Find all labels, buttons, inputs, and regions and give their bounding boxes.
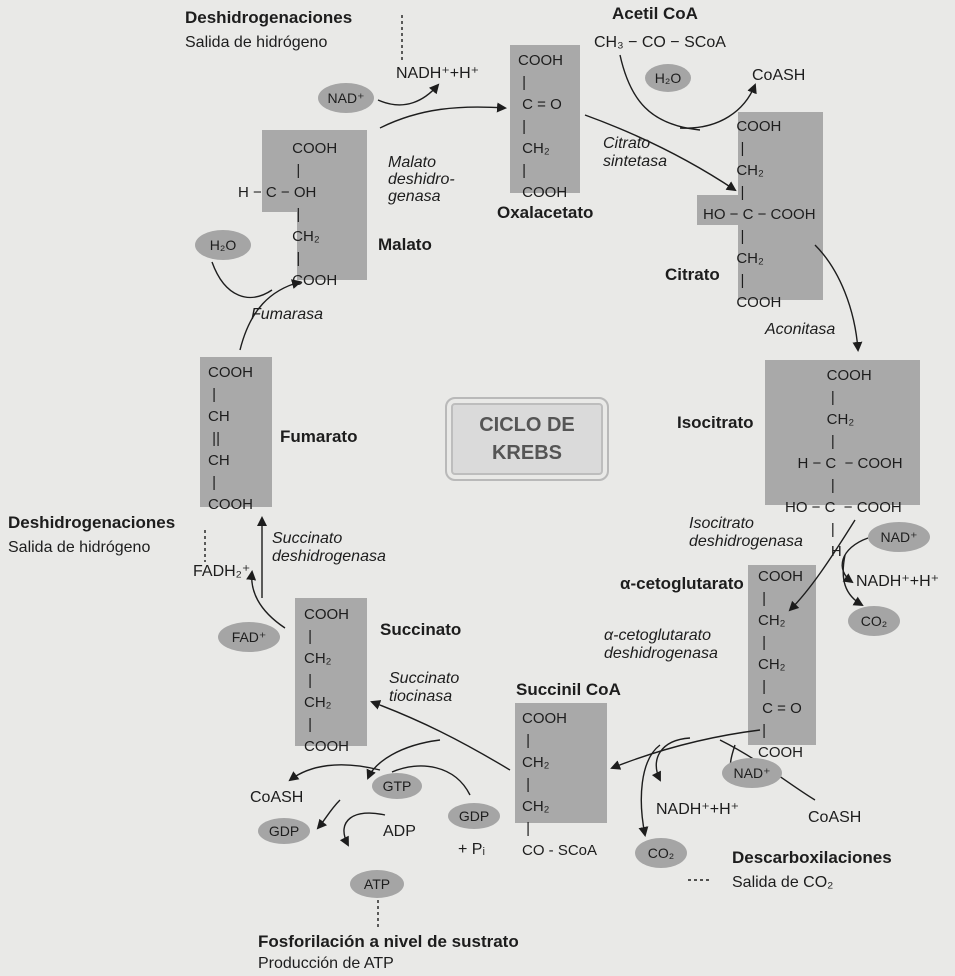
- cycle-title-line2: KREBS: [491, 442, 562, 464]
- isocitrato-box: [765, 360, 920, 505]
- adp-label: ADP: [383, 823, 416, 840]
- succinil-coa-formula: COOH | CH₂ | CH₂ | CO - SCoA: [522, 710, 598, 859]
- nad-bottom-oval: NAD⁺: [722, 758, 782, 788]
- malato-box-ext: [262, 130, 302, 212]
- fumarasa-label: Fumarasa: [251, 306, 324, 323]
- atp-oval: ATP: [350, 870, 404, 898]
- nadh-top-label: NADH⁺+H⁺: [396, 65, 480, 82]
- coash-bottom-label: CoASH: [808, 809, 862, 826]
- fumarato-box: [200, 357, 272, 507]
- acetil-coa-label: Acetil CoA: [612, 4, 698, 23]
- acetil-coa-formula: CH₃ − CO − SCoA: [594, 34, 726, 51]
- gtp-oval: GTP: [372, 773, 422, 799]
- citrato-box-ext: [697, 195, 823, 225]
- cycle-title-line1: CICLO DE: [479, 414, 575, 436]
- deshidro-left-title: Deshidrogenaciones: [8, 513, 176, 532]
- deshidro-top-sub: Salida de hidrógeno: [185, 34, 328, 51]
- co2-right-oval: CO₂: [848, 606, 900, 636]
- citrato-name: Citrato: [665, 265, 720, 284]
- fumarato-formula: COOH | CH || CH | COOH: [208, 364, 253, 513]
- succinato-name: Succinato: [380, 620, 462, 639]
- oxalacetato-box: [510, 45, 580, 193]
- citrato-formula: COOH | CH₂ | HO − C − COOH | CH₂ | COOH: [703, 118, 816, 311]
- isocitrato-name: Isocitrato: [677, 413, 754, 432]
- nadh-bottom-label: NADH⁺+H⁺: [656, 801, 740, 818]
- pi-label: + Pᵢ: [458, 841, 485, 858]
- succinato-box: [295, 598, 367, 746]
- oxalacetato-formula: COOH | C = O | CH₂ | COOH: [518, 52, 568, 201]
- malato-formula: COOH | H − C − OH | CH₂ | COOH: [238, 140, 338, 289]
- malato-deshidrogenasa-label: Malato deshidro- genasa: [388, 154, 455, 205]
- fad-oval: FAD⁺: [218, 622, 280, 652]
- nad-top-oval: NAD⁺: [318, 83, 374, 113]
- oxalacetato-name: Oxalacetato: [497, 203, 594, 222]
- fumarato-name: Fumarato: [280, 427, 358, 446]
- isocitrato-formula: COOH | CH₂ | H − C − COOH | HO − C − COO…: [785, 367, 903, 560]
- citrato-sintetasa-label: Citrato sintetasa: [603, 135, 668, 170]
- coash-top-label: CoASH: [752, 67, 806, 84]
- h2o-top-oval: H₂O: [645, 64, 691, 92]
- coash-left-label: CoASH: [250, 789, 304, 806]
- cycle-title: CICLO DE KREBS: [445, 397, 609, 481]
- gdp-left-oval: GDP: [258, 818, 310, 844]
- succinato-tiocinasa-label: Succinato tiocinasa: [389, 670, 460, 705]
- fosforil-title: Fosforilación a nivel de sustrato: [258, 932, 519, 951]
- descarbox-title: Descarboxilaciones: [732, 848, 892, 867]
- succinil-coa-name: Succinil CoA: [516, 680, 621, 699]
- nadh-right-label: NADH⁺+H⁺: [856, 573, 940, 590]
- co2-bottom-oval: CO₂: [635, 838, 687, 868]
- succinil-coa-box: [515, 703, 607, 823]
- succinato-formula: COOH | CH₂ | CH₂ | COOH: [304, 606, 349, 755]
- nad-right-oval: NAD⁺: [868, 522, 930, 552]
- fosforil-sub: Producción de ATP: [258, 955, 394, 972]
- malato-name: Malato: [378, 235, 432, 254]
- descarbox-sub: Salida de CO₂: [732, 874, 834, 891]
- alfa-cetoglutarato-deshidrogenasa-label: α-cetoglutarato deshidrogenasa: [604, 627, 718, 662]
- deshidro-left-sub: Salida de hidrógeno: [8, 539, 151, 556]
- isocitrato-deshidrogenasa-label: Isocitrato deshidrogenasa: [689, 515, 803, 550]
- alfa-cetoglutarato-formula: COOH | CH₂ | CH₂ | C = O | COOH: [758, 568, 803, 761]
- fadh2-label: FADH₂⁺: [193, 563, 251, 580]
- aconitasa-label: Aconitasa: [765, 321, 836, 338]
- malato-box: [297, 130, 367, 280]
- gdp-right-oval: GDP: [448, 803, 500, 829]
- h2o-left-oval: H₂O: [195, 230, 251, 260]
- alfa-cetoglutarato-name: α-cetoglutarato: [620, 574, 744, 593]
- succinato-deshidrogenasa-label: Succinato deshidrogenasa: [272, 530, 386, 565]
- deshidro-top-title: Deshidrogenaciones: [185, 8, 353, 27]
